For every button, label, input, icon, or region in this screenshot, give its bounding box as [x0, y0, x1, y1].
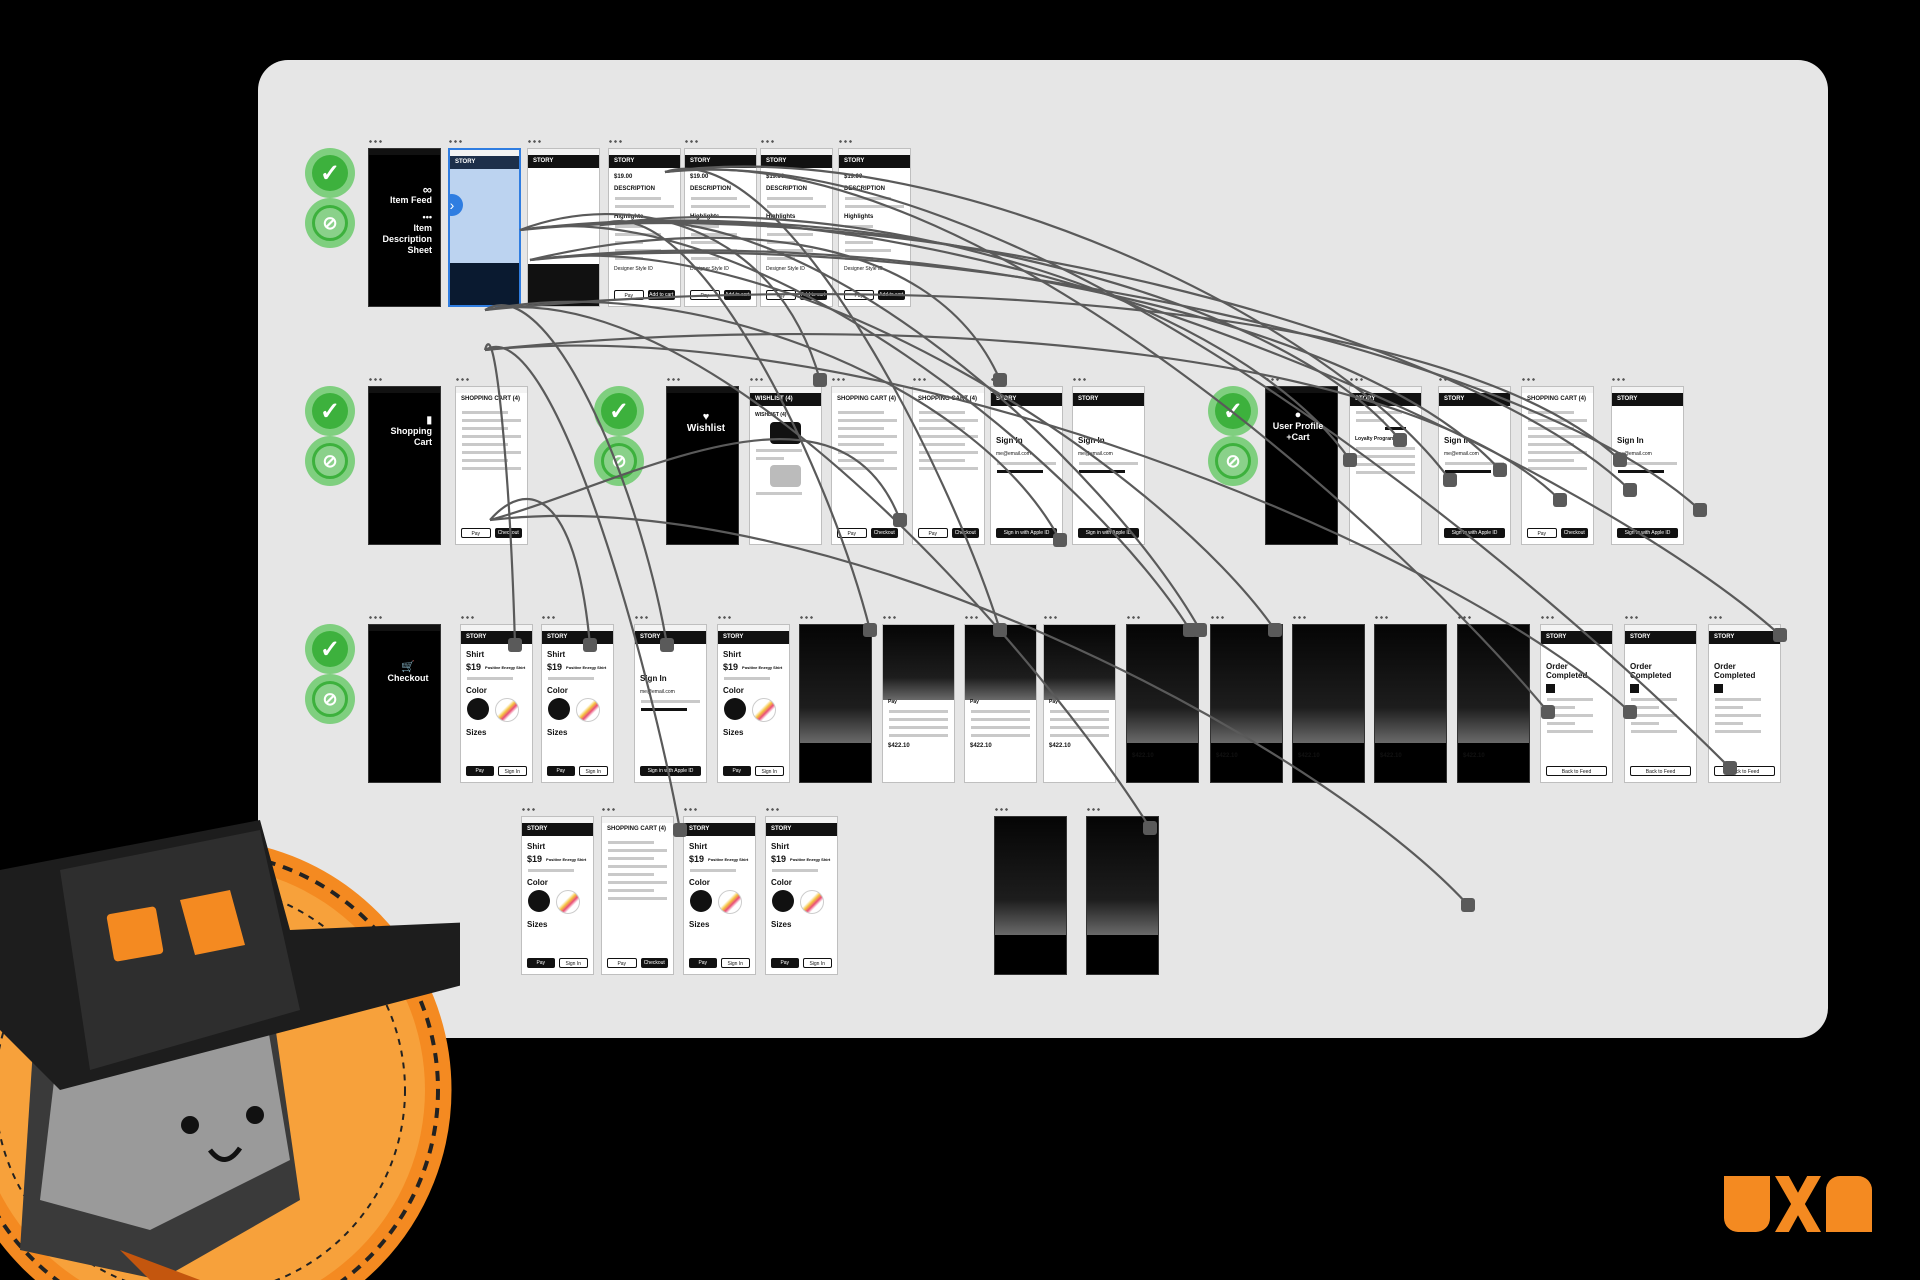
connection-handle-icon[interactable]	[1343, 453, 1357, 467]
connection-handle-icon[interactable]	[813, 373, 827, 387]
logo-letter-a	[1826, 1176, 1872, 1232]
prototype-connection	[665, 170, 1730, 768]
cart-icon: 🛒	[380, 662, 436, 673]
connection-handle-icon[interactable]	[673, 823, 687, 837]
prototype-connection	[520, 223, 1630, 490]
cart-label: +Cart	[1272, 432, 1324, 443]
connection-handle-icon[interactable]	[583, 638, 597, 652]
connection-handle-icon[interactable]	[1623, 483, 1637, 497]
logo-letter-x	[1775, 1176, 1821, 1232]
connection-handle-icon[interactable]	[1461, 898, 1475, 912]
connection-handle-icon[interactable]	[993, 623, 1007, 637]
section-label-wishlist: ♥ Wishlist	[680, 412, 732, 434]
item-description-label: Item Description Sheet	[372, 223, 432, 256]
prototype-connection	[490, 439, 900, 520]
connection-handle-icon[interactable]	[1193, 623, 1207, 637]
prototype-connection	[485, 294, 1620, 460]
prototype-connection	[485, 344, 515, 645]
connection-handle-icon[interactable]	[1541, 705, 1555, 719]
prototype-connection	[530, 251, 1500, 470]
prototype-connection	[600, 221, 1780, 635]
wishlist-label: Wishlist	[680, 423, 732, 434]
prototype-connection	[530, 238, 1000, 380]
shopping-cart-label: Shopping Cart	[386, 426, 432, 448]
item-feed-label: Item Feed	[372, 195, 432, 206]
connection-handle-icon[interactable]	[1723, 761, 1737, 775]
uxa-logo	[1724, 1176, 1872, 1232]
connection-handle-icon[interactable]	[1393, 433, 1407, 447]
connection-handle-icon[interactable]	[1493, 463, 1507, 477]
connection-handle-icon[interactable]	[1613, 453, 1627, 467]
more-dots-icon: •••	[372, 212, 432, 223]
prototype-connection	[490, 516, 1468, 905]
connection-handle-icon[interactable]	[863, 623, 877, 637]
mascot-illustration	[0, 780, 460, 1280]
connection-handle-icon[interactable]	[1443, 473, 1457, 487]
connection-handle-icon[interactable]	[660, 638, 674, 652]
connection-handle-icon[interactable]	[1268, 623, 1282, 637]
connection-handle-icon[interactable]	[1143, 821, 1157, 835]
prototype-connection	[490, 499, 590, 645]
section-label-checkout: 🛒 Checkout	[380, 662, 436, 684]
heart-icon: ♥	[680, 412, 732, 423]
logo-letter-u	[1724, 1176, 1770, 1232]
infinity-icon: ∞	[372, 184, 432, 195]
section-label-item-feed: ∞ Item Feed ••• Item Description Sheet	[372, 184, 432, 256]
connection-handle-icon[interactable]	[993, 373, 1007, 387]
connection-handle-icon[interactable]	[508, 638, 522, 652]
connection-handle-icon[interactable]	[1693, 503, 1707, 517]
user-icon: ●	[1272, 410, 1324, 421]
section-label-shopping-cart: ▮ Shopping Cart	[372, 415, 432, 448]
connection-handle-icon[interactable]	[1773, 628, 1787, 642]
section-label-user-profile: ● User Profile +Cart	[1272, 410, 1324, 443]
user-profile-label: User Profile	[1272, 421, 1324, 432]
connection-handle-icon[interactable]	[1053, 533, 1067, 547]
bag-icon: ▮	[372, 415, 432, 426]
connection-handle-icon[interactable]	[1623, 705, 1637, 719]
checkout-label: Checkout	[380, 673, 436, 684]
connection-handle-icon[interactable]	[893, 513, 907, 527]
connection-handle-icon[interactable]	[1553, 493, 1567, 507]
